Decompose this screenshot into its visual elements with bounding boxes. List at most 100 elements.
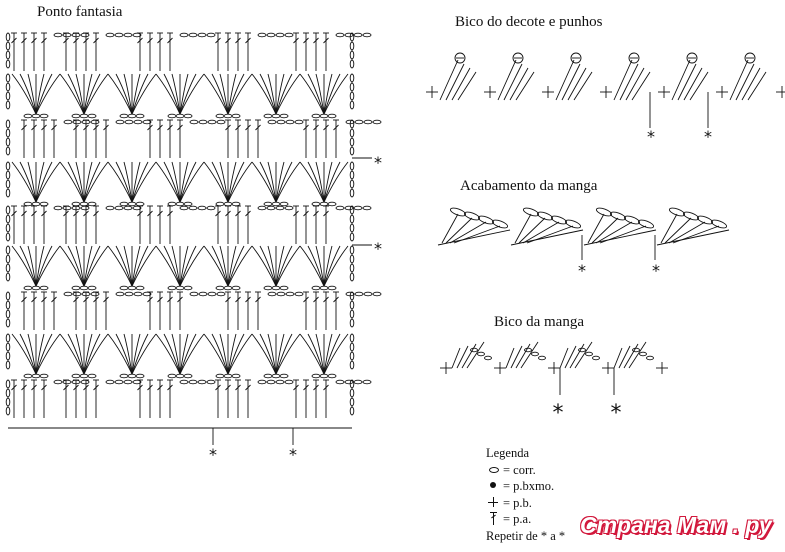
picot-stitch <box>456 345 469 369</box>
chain-stitch <box>23 373 33 379</box>
fan-stitch <box>35 161 61 203</box>
fan-stitch <box>155 333 181 375</box>
chain-stitch <box>39 201 49 207</box>
chain-stitch <box>294 291 304 297</box>
fan-stitch <box>11 161 37 203</box>
picot-stitch <box>628 341 647 369</box>
chain-stitch <box>183 285 193 291</box>
chain-stitch <box>484 355 492 361</box>
picot-stitch <box>573 71 593 101</box>
dc-stitch <box>518 217 546 244</box>
chain-stitch <box>114 205 124 211</box>
fan-stitch <box>131 245 149 287</box>
fan-stitch <box>19 245 37 287</box>
dc-stitch <box>591 217 619 244</box>
chain-stitch <box>31 373 41 379</box>
fan-stitch <box>227 333 245 375</box>
fan-stitch <box>323 333 333 375</box>
chain-stitch <box>524 347 532 353</box>
chain-stitch <box>216 119 226 125</box>
chain-stitch <box>284 32 294 38</box>
chain-stitch <box>362 205 372 211</box>
fan-stitch <box>315 161 325 203</box>
chain-stitch <box>167 373 177 379</box>
chain-stitch <box>266 205 276 211</box>
fan-stitch <box>219 333 229 375</box>
fan-stitch <box>35 73 45 115</box>
chain-stitch <box>124 119 134 125</box>
picot-stitch <box>564 345 577 369</box>
fan-stitch <box>299 161 325 203</box>
chain-stitch <box>362 379 372 385</box>
chain-stitch <box>639 351 647 357</box>
fan-stitch <box>59 161 85 203</box>
fan-stitch <box>83 333 109 375</box>
fan-stitch <box>179 245 205 287</box>
fan-stitch <box>275 245 285 287</box>
chain-stitch <box>167 201 177 207</box>
chain-stitch <box>646 355 654 361</box>
fan-stitch <box>179 245 189 287</box>
chain-stitch <box>349 342 355 352</box>
chain-stitch <box>372 119 382 125</box>
fan-stitch <box>67 333 85 375</box>
chain-stitch <box>609 211 627 221</box>
chain-stitch <box>71 113 81 119</box>
dc-stitch <box>441 213 459 244</box>
chain-stitch <box>5 397 11 407</box>
fan-stitch <box>307 245 325 287</box>
fan-stitch <box>211 73 229 115</box>
fan-stitch <box>179 333 197 375</box>
chain-stitch <box>175 201 185 207</box>
fan-stitch <box>179 73 189 115</box>
chain-stitch <box>215 113 225 119</box>
sleeve-edge-chart <box>440 341 668 395</box>
chain-stitch <box>349 318 355 328</box>
fan-stitch <box>107 161 133 203</box>
chain-stitch <box>179 379 189 385</box>
fan-stitch <box>35 333 45 375</box>
sleeve-finish-chart <box>437 207 730 260</box>
fan-stitch <box>67 161 85 203</box>
chain-stitch <box>477 215 495 225</box>
chain-stitch <box>71 285 81 291</box>
fan-stitch <box>131 245 157 287</box>
fan-stitch <box>219 73 229 115</box>
chain-stitch <box>564 219 582 229</box>
chain-stitch <box>63 119 73 125</box>
chain-stitch <box>349 32 355 42</box>
fan-stitch <box>19 333 37 375</box>
chain-stitch <box>175 113 185 119</box>
fan-stitch <box>131 161 157 203</box>
chain-stitch <box>175 373 185 379</box>
chain-stitch <box>5 333 11 343</box>
chain-stitch <box>463 211 481 221</box>
chain-stitch <box>327 285 337 291</box>
legend-title: Legenda <box>486 446 530 460</box>
fan-stitch <box>59 333 85 375</box>
chain-stitch <box>39 373 49 379</box>
chain-stitch <box>223 201 233 207</box>
chain-stitch <box>5 379 11 389</box>
chain-stitch <box>682 211 700 221</box>
fan-stitch <box>59 73 85 115</box>
chain-stitch <box>183 373 193 379</box>
picot-stitch <box>729 59 749 101</box>
picot-stitch <box>466 341 485 369</box>
fan-stitch <box>323 73 349 115</box>
fan-stitch <box>155 73 181 115</box>
fan-stitch <box>27 333 37 375</box>
chain-stitch <box>114 32 124 38</box>
chain-stitch <box>5 100 11 110</box>
chain-stitch <box>135 285 145 291</box>
chain-stitch <box>5 223 11 233</box>
fan-stitch <box>275 73 285 115</box>
chain-stitch <box>470 347 478 353</box>
chain-stitch <box>127 285 137 291</box>
chain-stitch <box>197 379 207 385</box>
chain-stitch <box>5 128 11 138</box>
chain-stitch <box>79 113 89 119</box>
picot-stitch <box>457 71 477 101</box>
fan-stitch <box>315 333 325 375</box>
chain-stitch <box>349 59 355 69</box>
